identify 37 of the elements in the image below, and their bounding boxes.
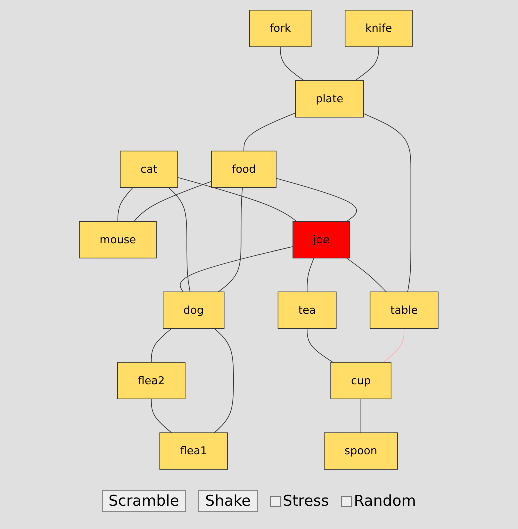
connector — [363, 114, 412, 292]
node-box: fork — [249, 10, 312, 48]
connector — [383, 328, 405, 363]
connector — [244, 112, 296, 152]
node-box: joe — [292, 221, 350, 259]
node-box: mouse — [79, 221, 157, 259]
connector — [280, 46, 305, 82]
action-button: Scramble — [102, 490, 186, 512]
connector — [354, 46, 380, 82]
checkbox-label: Random — [354, 492, 416, 510]
connector — [180, 246, 294, 292]
node-box: knife — [345, 10, 413, 48]
node-box: dog — [163, 292, 225, 330]
connector — [151, 398, 172, 434]
connector — [218, 188, 243, 292]
node-box: plate — [295, 80, 364, 118]
connector — [346, 258, 387, 292]
connector — [134, 181, 212, 222]
connector — [307, 258, 315, 292]
connector — [178, 177, 298, 222]
node-box: flea1 — [160, 432, 228, 470]
node-box: food — [211, 150, 277, 188]
connector — [307, 328, 334, 363]
connector — [168, 188, 191, 292]
connector — [214, 328, 234, 434]
connector — [276, 178, 358, 222]
node-box: cup — [330, 362, 392, 400]
connector — [360, 398, 362, 434]
node-box: spoon — [324, 432, 398, 470]
action-button: Shake — [198, 490, 258, 512]
node-box: tea — [278, 292, 337, 330]
connector — [118, 188, 134, 222]
node-box: table — [370, 292, 439, 330]
checkbox-label: Stress — [283, 492, 330, 510]
connector — [151, 328, 172, 363]
node-box: flea2 — [117, 362, 186, 400]
node-box: cat — [120, 150, 178, 188]
